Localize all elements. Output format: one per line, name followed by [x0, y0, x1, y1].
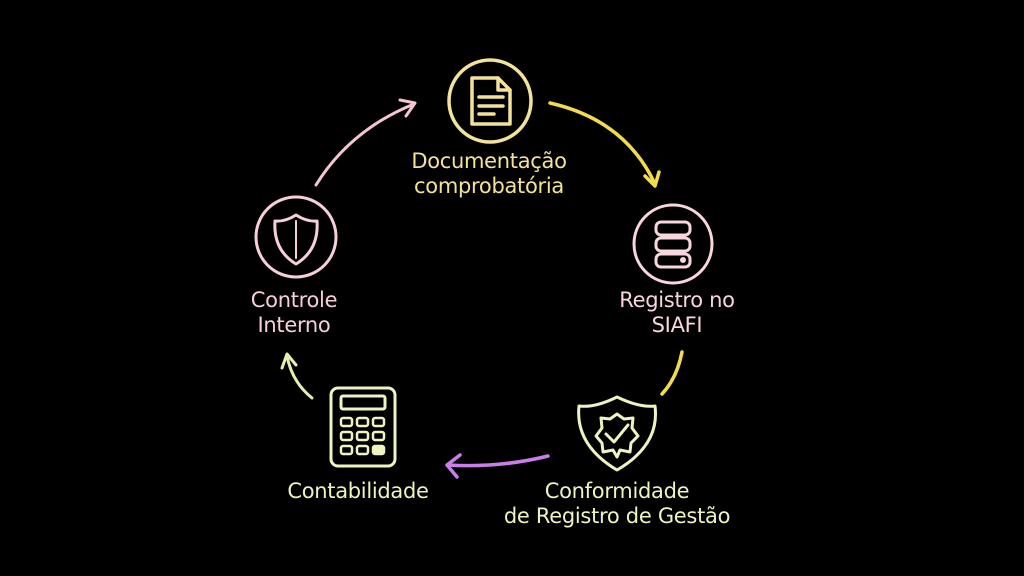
arrow-contabilidade-to-controle	[280, 352, 314, 400]
label-line: Interno	[257, 313, 331, 337]
shield-icon	[254, 195, 338, 279]
node-doc-label: Documentação comprobatória	[411, 149, 567, 199]
arrow-siafi-to-conformidade	[660, 350, 684, 396]
calculator-icon	[329, 386, 397, 468]
database-icon	[632, 203, 714, 285]
label-line: Controle	[250, 288, 338, 312]
arrow-doc-to-siafi	[548, 101, 661, 188]
label-line: Contabilidade	[287, 479, 429, 503]
node-contabilidade-label: Contabilidade	[287, 479, 429, 504]
node-conformidade-label: Conformidade de Registro de Gestão	[503, 479, 731, 529]
label-line: de Registro de Gestão	[503, 504, 731, 528]
label-line: comprobatória	[414, 174, 564, 198]
arrow-conformidade-to-contabilidade	[445, 453, 550, 479]
label-line: Documentação	[411, 149, 567, 173]
document-icon	[447, 58, 533, 144]
label-line: Conformidade	[544, 479, 690, 503]
label-line: Registro no	[619, 288, 735, 312]
node-siafi-label: Registro no SIAFI	[619, 288, 735, 338]
shield-check-icon	[577, 395, 658, 472]
arrow-controle-to-doc	[314, 98, 417, 187]
label-line: SIAFI	[651, 313, 703, 337]
node-controle-label: Controle Interno	[250, 288, 338, 338]
